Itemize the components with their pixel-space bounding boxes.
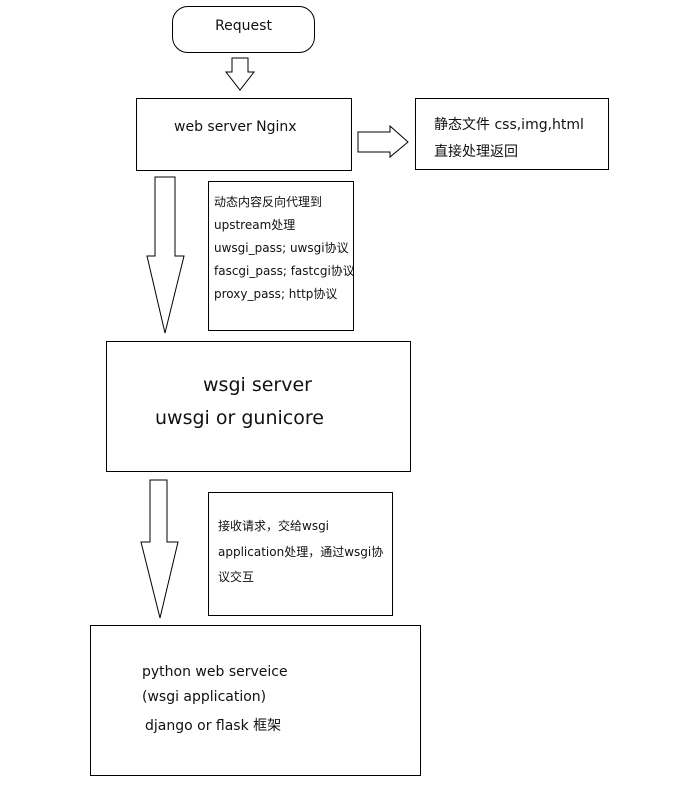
wsgi-server-line-1: wsgi server [203, 374, 312, 396]
static-files-line-1: 静态文件 css,img,html [434, 117, 584, 133]
python-app-line-3: django or flask 框架 [145, 718, 282, 734]
proxy-note-line: proxy_pass; http协议 [214, 287, 338, 301]
static-files-node: 静态文件 css,img,html 直接处理返回 [415, 98, 609, 170]
reverse-proxy-note: 动态内容反向代理到 upstream处理 uwsgi_pass; uwsgi协议… [208, 181, 355, 331]
proxy-note-line: upstream处理 [214, 218, 296, 232]
wsgi-note-line: application处理，通过wsgi协 [218, 545, 384, 559]
wsgi-server-node: wsgi server uwsgi or gunicore [106, 341, 411, 472]
arrow-nginx-to-static [357, 124, 409, 159]
wsgi-note-line: 接收请求，交给wsgi [218, 519, 330, 533]
nginx-node: web server Nginx [136, 98, 352, 171]
python-app-line-2: (wsgi application) [142, 689, 267, 705]
python-app-line-1: python web serveice [142, 664, 288, 680]
python-app-node: python web serveice (wsgi application) d… [90, 625, 421, 776]
request-label: Request [215, 18, 272, 34]
arrow-wsgi-to-app [140, 479, 179, 619]
arrow-nginx-to-wsgi [146, 176, 185, 334]
request-node: Request [172, 6, 315, 53]
wsgi-server-line-2: uwsgi or gunicore [155, 407, 324, 429]
wsgi-note-line: 议交互 [218, 570, 255, 584]
proxy-note-line: 动态内容反向代理到 [214, 195, 323, 209]
wsgi-handoff-note: 接收请求，交给wsgi application处理，通过wsgi协 议交互 [208, 492, 393, 616]
nginx-label: web server Nginx [174, 119, 297, 135]
proxy-note-line: fascgi_pass; fastcgi协议 [214, 264, 355, 278]
proxy-note-line: uwsgi_pass; uwsgi协议 [214, 241, 349, 255]
static-files-line-2: 直接处理返回 [434, 144, 518, 160]
arrow-request-to-nginx [224, 57, 256, 91]
